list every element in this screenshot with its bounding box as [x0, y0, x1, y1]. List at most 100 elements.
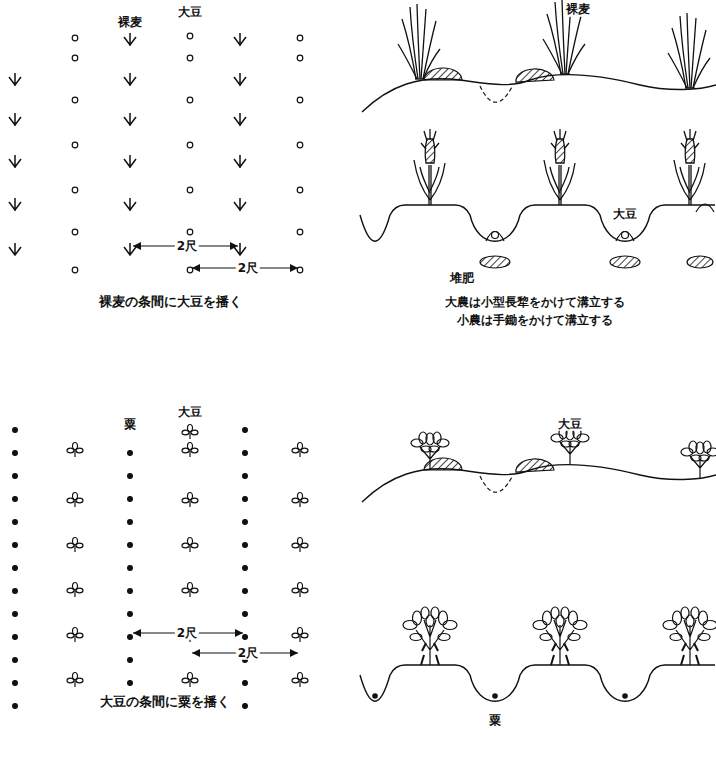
millet-dot	[128, 658, 133, 663]
millet-dot	[128, 474, 133, 479]
label: 大豆	[176, 5, 204, 19]
label: 堆肥	[448, 271, 476, 285]
millet-dot	[128, 543, 133, 548]
label: 2尺	[175, 626, 199, 640]
plant-symbol	[124, 155, 136, 168]
plant-symbol	[182, 443, 198, 458]
label: 2尺	[175, 239, 199, 253]
plant-symbol	[9, 155, 21, 168]
plant-symbol	[9, 113, 21, 126]
millet-dot	[13, 497, 18, 502]
cross-section	[360, 129, 715, 268]
millet-dot	[13, 658, 18, 663]
label: 2尺	[236, 261, 260, 275]
millet-dot	[13, 543, 18, 548]
millet-dot	[243, 428, 248, 433]
plant-symbol	[124, 198, 136, 211]
cross-section	[362, 0, 716, 112]
millet-dot	[243, 589, 248, 594]
plant-symbol	[124, 243, 136, 256]
millet-dot	[243, 566, 248, 571]
soybean-dot	[187, 55, 193, 61]
plant-symbol	[292, 673, 308, 688]
millet-dot	[243, 497, 248, 502]
millet-dot	[128, 497, 133, 502]
plant-symbol	[9, 73, 21, 86]
millet-dot	[128, 451, 133, 456]
plant-symbol	[124, 33, 136, 46]
millet-dot	[243, 474, 248, 479]
label: 裸麦	[116, 15, 144, 29]
plant-symbol	[234, 33, 246, 46]
plant-symbol	[67, 673, 83, 688]
soybean-dot	[72, 187, 78, 193]
soybean-dot	[297, 142, 303, 148]
plant-symbol	[182, 425, 198, 440]
plant-symbol	[234, 73, 246, 86]
millet-dot	[13, 704, 18, 709]
plant-symbol	[234, 155, 246, 168]
soybean-dot	[297, 97, 303, 103]
soybean-dot	[72, 97, 78, 103]
soybean-dot	[297, 55, 303, 61]
soybean-dot	[297, 35, 303, 41]
plant-symbol	[292, 538, 308, 553]
soybean-dot	[72, 229, 78, 235]
soybean-dot	[72, 35, 78, 41]
label: 大豆	[556, 417, 584, 431]
plant-symbol	[292, 493, 308, 508]
soybean-dot	[297, 229, 303, 235]
soybean-dot	[72, 55, 78, 61]
planting-grid	[13, 425, 308, 709]
soybean-dot	[187, 33, 193, 39]
label: 粟	[122, 417, 138, 431]
millet-dot	[243, 451, 248, 456]
cross-section	[362, 427, 716, 502]
label: 2尺	[236, 646, 260, 660]
plant-symbol	[234, 198, 246, 211]
label: 大豆の条間に粟を播く	[98, 694, 232, 710]
millet-dot	[243, 681, 248, 686]
millet-dot	[128, 566, 133, 571]
soybean-dot	[297, 187, 303, 193]
millet-dot	[128, 520, 133, 525]
plant-symbol	[124, 113, 136, 126]
millet-dot	[13, 566, 18, 571]
soybean-dot	[187, 187, 193, 193]
label: 裸麦	[564, 2, 592, 16]
soybean-dot	[187, 267, 193, 273]
plant-symbol	[67, 493, 83, 508]
soybean-dot	[187, 142, 193, 148]
soybean-dot	[187, 97, 193, 103]
label: 小農は手鋤をかけて溝立する	[455, 313, 615, 327]
millet-dot	[13, 474, 18, 479]
plant-symbol	[67, 443, 83, 458]
soybean-dot	[72, 267, 78, 273]
plant-symbol	[67, 538, 83, 553]
plant-symbol	[182, 538, 198, 553]
plant-symbol	[67, 583, 83, 598]
soybean-dot	[187, 229, 193, 235]
plant-symbol	[9, 243, 21, 256]
plant-symbol	[292, 628, 308, 643]
cross-section	[360, 607, 716, 701]
label: 裸麦の条間に大豆を播く	[97, 294, 244, 310]
label: 大農は小型長犂をかけて溝立する	[443, 295, 627, 309]
millet-dot	[243, 612, 248, 617]
label: 粟	[487, 713, 503, 727]
millet-dot	[128, 681, 133, 686]
millet-dot	[128, 635, 133, 640]
millet-dot	[243, 543, 248, 548]
soybean-dot	[297, 267, 303, 273]
millet-dot	[13, 612, 18, 617]
plant-symbol	[67, 628, 83, 643]
millet-dot	[243, 520, 248, 525]
millet-dot	[13, 428, 18, 433]
plant-symbol	[234, 243, 246, 256]
plant-symbol	[124, 73, 136, 86]
plant-symbol	[292, 583, 308, 598]
millet-dot	[128, 589, 133, 594]
millet-dot	[13, 635, 18, 640]
millet-dot	[128, 612, 133, 617]
